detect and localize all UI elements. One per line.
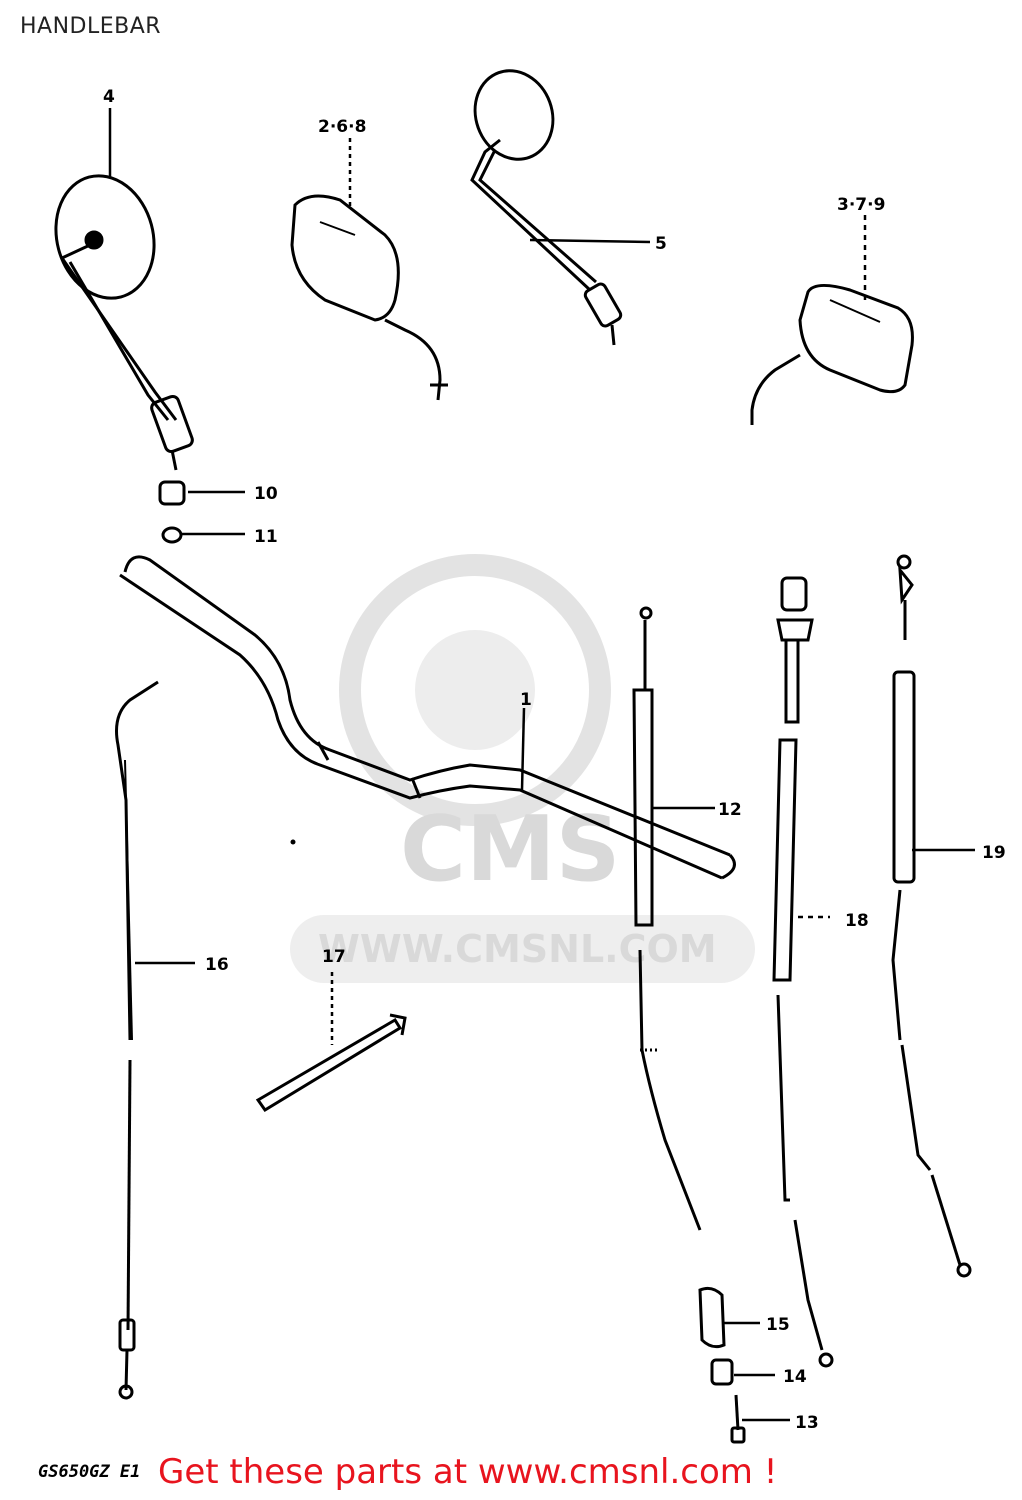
watermark-mascot-icon: [339, 554, 611, 826]
cable-16: [115, 680, 159, 1400]
part-labels: 4 2·6·8 5 3·7·9 10 11 1 12 15 14 13 16 1…: [103, 87, 1006, 1433]
model-code: GS650GZ E1: [38, 1462, 141, 1482]
part-label-3-7-9: 3·7·9: [837, 195, 885, 215]
handlebar: [119, 555, 736, 880]
part-label-17: 17: [322, 947, 346, 967]
stray-dot: [290, 839, 296, 845]
part-label-10: 10: [254, 484, 278, 504]
watermark: CMS WWW.CMSNL.COM: [290, 554, 755, 983]
part-label-18: 18: [845, 911, 869, 931]
part-label-13: 13: [795, 1413, 819, 1433]
watermark-url-pill: [290, 915, 755, 983]
pin-17: [255, 1013, 407, 1113]
cable-19: [891, 554, 972, 1278]
part-label-1: 1: [520, 690, 532, 710]
leader-lines: [108, 108, 975, 1422]
adjuster-parts: [698, 1286, 746, 1444]
cable-18: [772, 576, 834, 1368]
mirror-round-left: [54, 174, 194, 471]
mirror-round-center: [470, 69, 623, 346]
part-label-5: 5: [655, 234, 667, 254]
part-label-12: 12: [718, 800, 742, 820]
part-label-2-6-8: 2·6·8: [318, 117, 366, 137]
part-label-4: 4: [103, 87, 115, 107]
part-label-14: 14: [783, 1367, 807, 1387]
cable-12: [632, 606, 702, 1231]
watermark-face-icon: [415, 630, 535, 750]
mirror-rect-right: [750, 284, 914, 425]
promo-link[interactable]: Get these parts at www.cmsnl.com !: [158, 1452, 778, 1492]
watermark-logo: CMS: [400, 797, 620, 902]
part-label-15: 15: [766, 1315, 790, 1335]
mirror-rect-left: [290, 194, 448, 401]
part-label-16: 16: [205, 955, 229, 975]
watermark-url: WWW.CMSNL.COM: [318, 927, 717, 971]
part-label-19: 19: [982, 843, 1006, 863]
part-label-11: 11: [254, 527, 278, 547]
page-title: HANDLEBAR: [20, 14, 162, 39]
